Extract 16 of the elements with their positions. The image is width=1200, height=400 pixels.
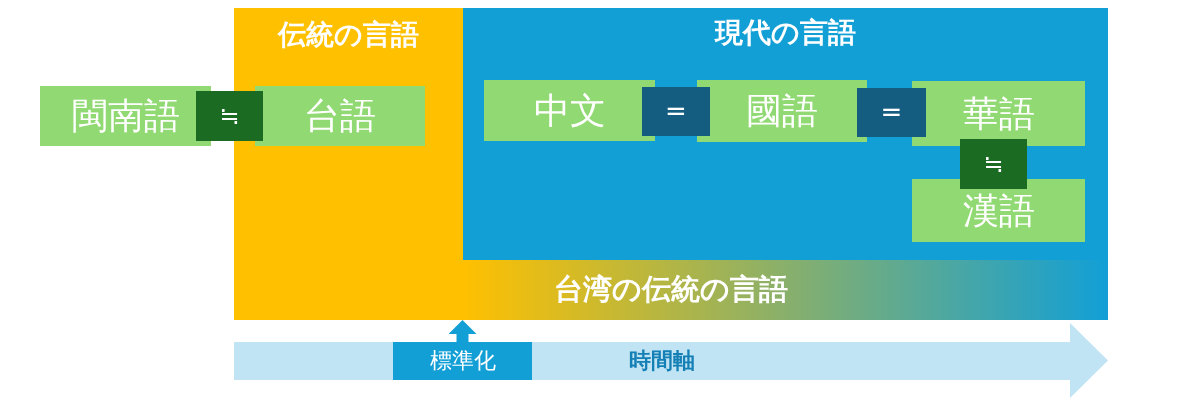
time-axis-band [234, 323, 1108, 398]
panel-heading: 現代の言語 [715, 18, 856, 49]
arrow [448, 320, 477, 342]
approx-equal-box: ≒ [960, 139, 1027, 189]
approx-equal-box: ≒ [196, 91, 263, 141]
milestone-box: 標準化 [393, 342, 532, 380]
panel-heading: 伝統の言語 [278, 20, 419, 51]
equal-sign-box: = [642, 87, 710, 136]
category-panel [463, 8, 1108, 260]
term-box: 台語 [255, 86, 425, 146]
equal-sign-box: = [857, 88, 926, 137]
term-box: 漢語 [912, 179, 1085, 242]
axis-label: 時間軸 [629, 348, 695, 374]
term-box: 中文 [484, 80, 655, 141]
term-box: 閩南語 [40, 86, 211, 146]
heritage-band: 台湾の伝統の言語 [234, 260, 1108, 320]
